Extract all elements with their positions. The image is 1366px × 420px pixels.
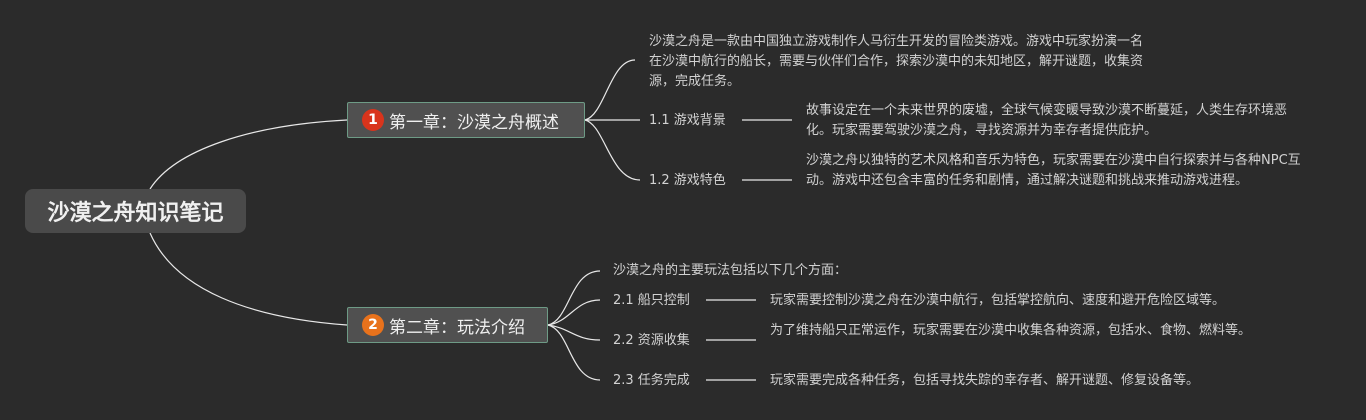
chapter-2-item-1-text: 玩家需要控制沙漠之舟在沙漠中航行，包括掌控航向、速度和避开危险区域等。	[770, 293, 1226, 308]
link-ch2-item-3	[547, 324, 601, 381]
chapter-2-node[interactable]: 2 第二章：玩法介绍	[347, 307, 548, 343]
link-root-chapter-2	[149, 232, 348, 326]
chapter-1-title: 第一章：沙漠之舟概述	[389, 112, 559, 133]
link-ch2-intro	[547, 270, 601, 326]
link-ch1-item-2	[584, 119, 641, 181]
chapter-1-node[interactable]: 1 第一章：沙漠之舟概述	[347, 102, 585, 138]
link-ch2-item-1	[547, 299, 601, 326]
chapter-2-item-2-label: 2.2 资源收集	[613, 333, 690, 348]
link-root-chapter-1	[149, 119, 348, 190]
chapter-2-item-2-text: 为了维持船只正常运作，玩家需要在沙漠中收集各种资源，包括水、食物、燃料等。	[770, 323, 1252, 338]
chapter-1-item-2-label: 1.2 游戏特色	[649, 173, 726, 188]
chapter-2-intro-text: 沙漠之舟的主要玩法包括以下几个方面：	[613, 263, 848, 278]
root-node[interactable]: 沙漠之舟知识笔记	[25, 189, 246, 233]
link-ch2-item-2	[547, 324, 601, 341]
chapter-1-item-1-text: 故事设定在一个未来世界的废墟，全球气候变暖导致沙漠不断蔓延，人类生存环境恶化。玩…	[806, 103, 1288, 138]
chapter-1-item-1-label: 1.1 游戏背景	[649, 113, 726, 128]
chapter-2-title: 第二章：玩法介绍	[389, 317, 525, 338]
chapter-2-number-badge: 2	[362, 314, 384, 336]
chapter-1-item-2-text: 沙漠之舟以独特的艺术风格和音乐为特色，玩家需要在沙漠中自行探索并与各种NPC互动…	[806, 153, 1301, 188]
chapter-2-item-1-label: 2.1 船只控制	[613, 293, 690, 308]
root-title: 沙漠之舟知识笔记	[47, 201, 224, 226]
chapter-2-item-3-text: 玩家需要完成各种任务，包括寻找失踪的幸存者、解开谜题、修复设备等。	[770, 373, 1200, 388]
chapter-2-item-3-label: 2.3 任务完成	[613, 373, 690, 388]
chapter-1-intro-text: 沙漠之舟是一款由中国独立游戏制作人马衍生开发的冒险类游戏。游戏中玩家扮演一名在沙…	[649, 34, 1144, 89]
link-ch1-intro	[584, 59, 636, 121]
chapter-1-number-badge: 1	[362, 109, 384, 131]
